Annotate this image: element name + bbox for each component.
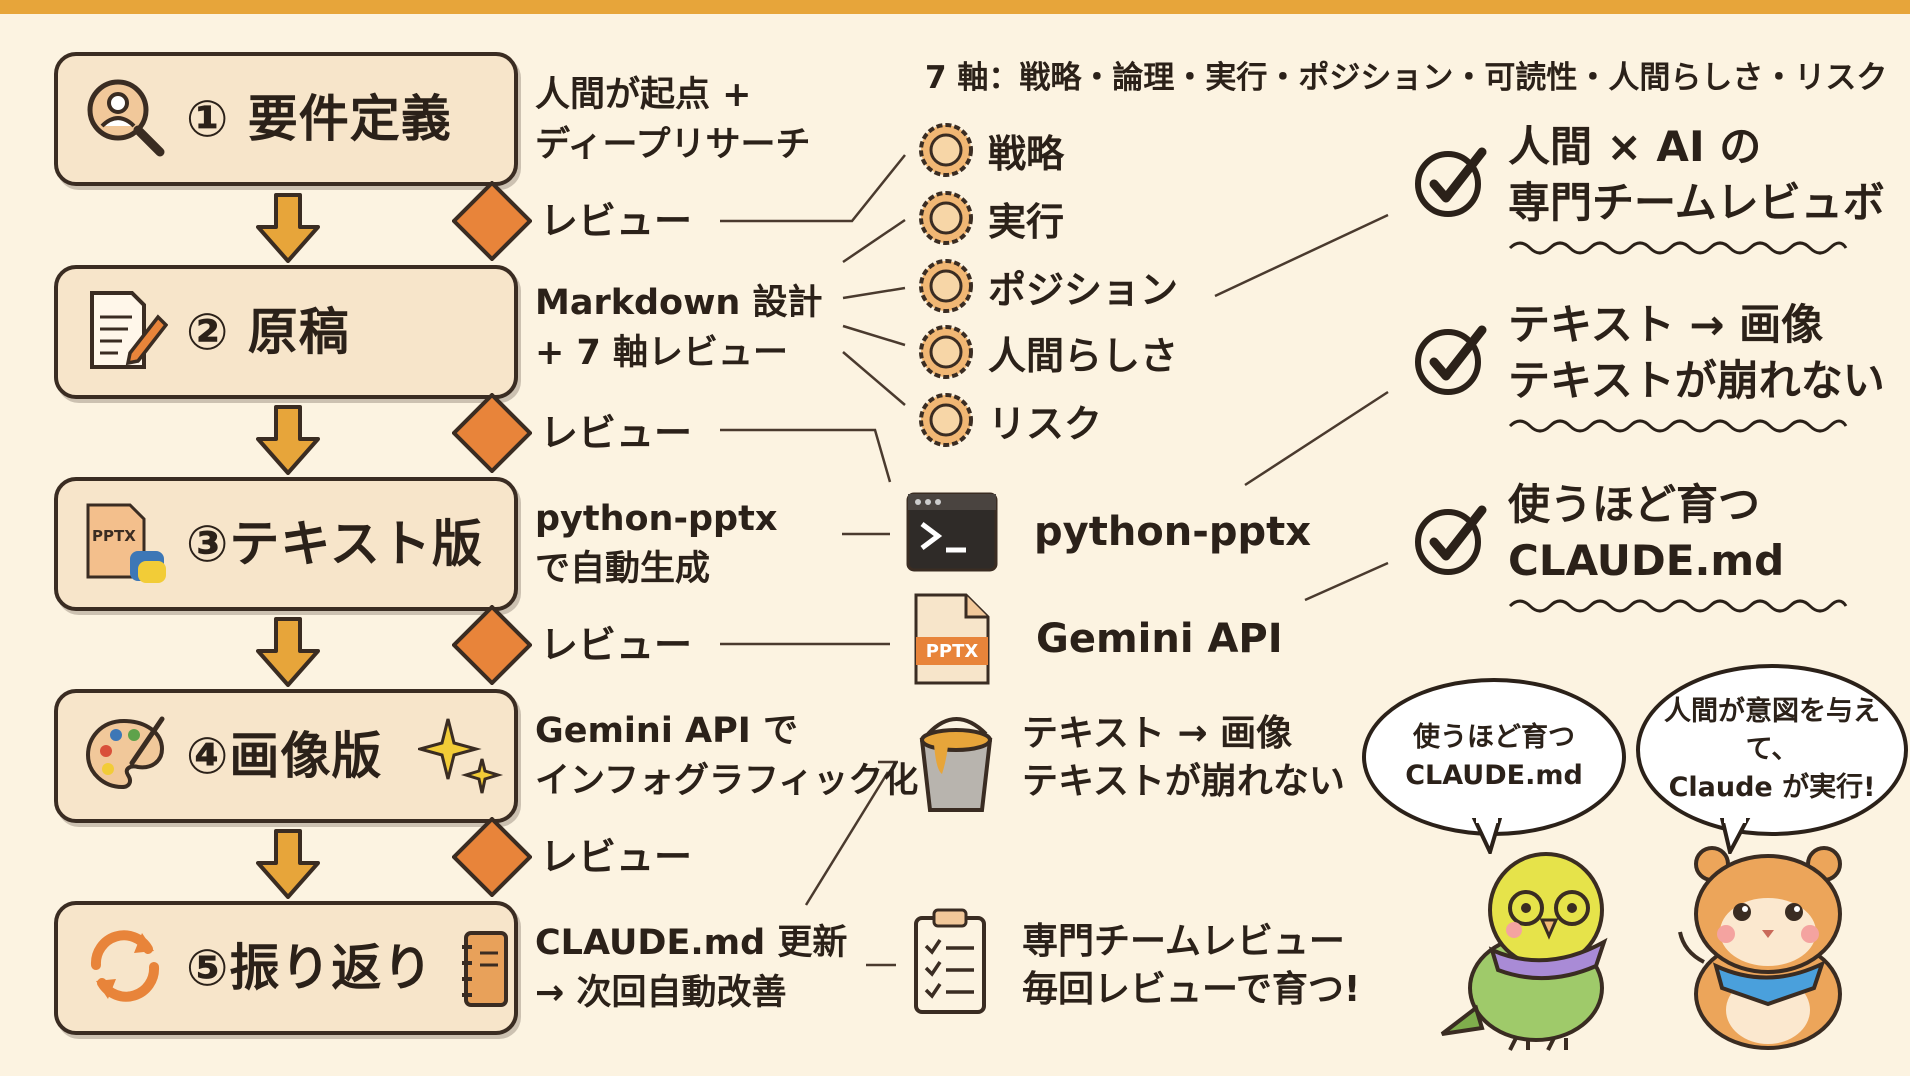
tool-team-review-text: 専門チームレビュー毎回レビューで育つ! <box>1022 918 1360 1014</box>
down-arrow-icon <box>256 405 320 475</box>
check-circle-icon <box>1412 142 1492 222</box>
step-text-version: PPTX ③テキスト版 <box>54 477 518 611</box>
wave-underline <box>1508 596 1848 616</box>
axis-item: リスク <box>918 390 1102 450</box>
step-label: ① 要件定義 <box>186 56 452 182</box>
sparkle-icon <box>418 715 504 801</box>
pptx-file-icon: PPTX <box>912 591 992 687</box>
step-description: CLAUDE.md 更新→ 次回自動改善 <box>535 918 847 1018</box>
review-diamond-icon <box>452 605 532 685</box>
document-pencil-icon <box>82 287 168 373</box>
pptx-python-icon: PPTX <box>82 499 168 585</box>
step-label: ④画像版 <box>186 693 382 819</box>
bird-mascot <box>1436 838 1626 1052</box>
rosette-icon <box>918 392 974 448</box>
step-draft: ② 原稿 <box>54 265 518 399</box>
review-label: レビュー <box>540 623 692 667</box>
step-label: ② 原稿 <box>186 269 350 395</box>
check-circle-icon <box>1412 500 1492 580</box>
axis-item: 実行 <box>918 188 1064 248</box>
step-description: 人間が起点 +ディープリサーチ <box>535 70 810 170</box>
wave-underline <box>1508 238 1848 258</box>
step-requirements: ① 要件定義 <box>54 52 518 186</box>
wave-underline <box>1508 416 1848 436</box>
review-label: レビュー <box>540 835 692 879</box>
rosette-icon <box>918 258 974 314</box>
review-diamond-icon <box>452 393 532 473</box>
axis-item: ポジション <box>918 256 1178 316</box>
down-arrow-icon <box>256 193 320 263</box>
svg-text:PPTX: PPTX <box>92 527 136 545</box>
step-description: Markdown 設計+ 7 軸レビュー <box>535 278 823 378</box>
step-label: ③テキスト版 <box>186 481 483 607</box>
step-retrospective: ⑤振り返り <box>54 901 518 1035</box>
palette-brush-icon <box>82 711 168 797</box>
notebook-icon <box>458 929 510 1009</box>
tool-image-conversion-text: テキスト → 画像テキストが崩れない <box>1022 710 1345 806</box>
tool-gemini-api: PPTX Gemini API <box>912 594 1283 684</box>
review-diamond-icon <box>452 817 532 897</box>
down-arrow-icon <box>256 617 320 687</box>
review-label: レビュー <box>540 199 692 243</box>
check-circle-icon <box>1412 320 1492 400</box>
clipboard-checklist-icon <box>910 906 990 1016</box>
rosette-icon <box>918 122 974 178</box>
review-label: レビュー <box>540 411 692 455</box>
down-arrow-icon <box>256 829 320 899</box>
rosette-icon <box>918 190 974 246</box>
axes-title: 7 軸：戦略・論理・実行・ポジション・可読性・人間らしさ・リスク <box>925 52 1887 97</box>
rosette-icon <box>918 324 974 380</box>
hamster-mascot <box>1664 834 1868 1050</box>
axis-item: 人間らしさ <box>918 322 1178 382</box>
paint-bucket-icon <box>908 710 1004 820</box>
step-description: Gemini API でインフォグラフィック化 <box>535 706 918 806</box>
magnifier-person-icon <box>82 74 168 160</box>
svg-text:PPTX: PPTX <box>926 641 979 662</box>
refresh-arrows-icon <box>82 923 168 1009</box>
step-label: ⑤振り返り <box>186 905 433 1031</box>
terminal-icon <box>906 492 998 572</box>
tool-python-pptx: python-pptx <box>906 487 1311 577</box>
speech-bubble-hamster: 人間が意図を与えて、Claude が実行! <box>1636 664 1908 836</box>
axis-item: 戦略 <box>918 120 1064 180</box>
review-diamond-icon <box>452 181 532 261</box>
step-image-version: ④画像版 <box>54 689 518 823</box>
